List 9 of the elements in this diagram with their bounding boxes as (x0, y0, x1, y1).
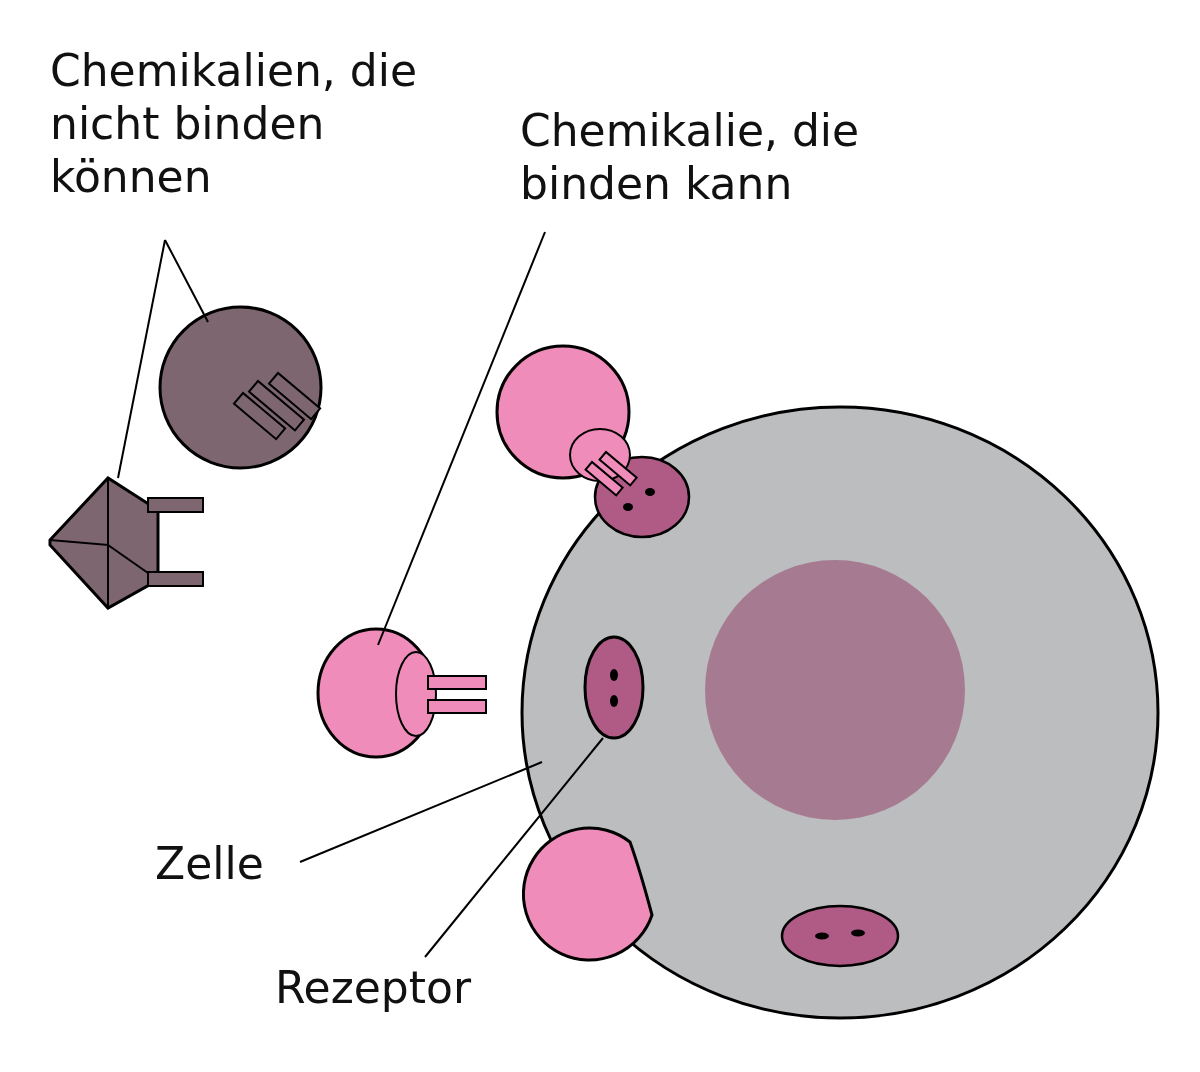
leader-line (424, 737, 604, 958)
callout-label: Zelle (155, 838, 265, 891)
callout-label: Rezeptor (275, 962, 473, 1015)
leader-line (299, 761, 543, 863)
callout-label: Chemikalie, die binden kann (520, 105, 861, 211)
leader-line (164, 239, 209, 323)
leader-line (117, 239, 166, 479)
callout-label: Chemikalien, die nicht binden können (50, 45, 419, 204)
leader-line (377, 231, 546, 646)
